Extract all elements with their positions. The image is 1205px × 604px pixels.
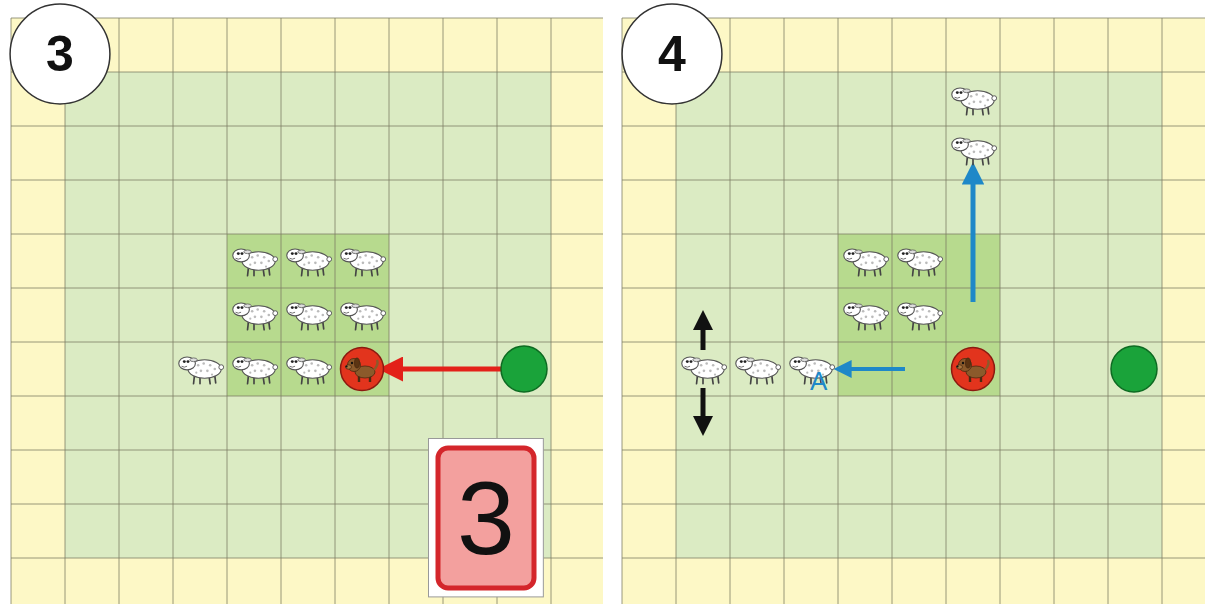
sheep-icon xyxy=(952,138,997,165)
step-number-text: 4 xyxy=(658,29,686,79)
grid-line xyxy=(281,18,282,604)
sheep-icon xyxy=(287,249,332,276)
grid-line xyxy=(11,180,603,181)
grid-line xyxy=(892,18,893,604)
grid-line xyxy=(838,18,839,604)
grid-line xyxy=(946,18,947,604)
sheep-icon xyxy=(233,357,278,384)
start-marker xyxy=(1111,346,1157,392)
grid-line xyxy=(11,126,603,127)
grid-line xyxy=(622,288,1205,289)
sheep-icon xyxy=(287,303,332,330)
grid-lines xyxy=(11,18,1205,604)
grid-line xyxy=(227,18,228,604)
push-arrow xyxy=(971,180,976,302)
push-arrow xyxy=(848,367,905,371)
step-number: 3 xyxy=(8,2,112,106)
grid-line xyxy=(622,18,1205,19)
dog-token xyxy=(341,348,384,391)
grid-line xyxy=(65,18,66,604)
grid-line xyxy=(622,234,1205,235)
grid-line xyxy=(11,288,603,289)
grid-line xyxy=(676,18,677,604)
sheep-group xyxy=(179,249,386,384)
grid-line xyxy=(784,18,785,604)
grid-line xyxy=(1108,18,1109,604)
move-arrow xyxy=(398,367,515,372)
dog-token xyxy=(952,348,995,391)
sheep-icon xyxy=(952,88,997,115)
card-back xyxy=(429,439,544,597)
grid-line xyxy=(389,18,390,604)
grid-line xyxy=(622,180,1205,181)
sheep-icon xyxy=(233,249,278,276)
sheep-icon xyxy=(736,357,781,384)
outer-ground xyxy=(622,18,1205,604)
grid-line xyxy=(335,18,336,604)
field-grounds xyxy=(11,18,1205,604)
grid-line xyxy=(119,18,120,604)
grid-line xyxy=(11,342,603,343)
sheep-icon xyxy=(898,303,943,330)
sheep-icon xyxy=(898,249,943,276)
grid-line xyxy=(622,504,1205,505)
sheep-icon xyxy=(844,249,889,276)
grid-line xyxy=(11,18,12,604)
grid-line xyxy=(1000,18,1001,604)
number-circle-outline xyxy=(10,4,110,104)
step-number: 4 xyxy=(620,2,724,106)
grid-line xyxy=(1054,18,1055,604)
grid-line xyxy=(1162,18,1163,604)
grid-line xyxy=(173,18,174,604)
sheep-icon xyxy=(233,303,278,330)
grid-line xyxy=(622,126,1205,127)
option-arrow xyxy=(701,326,706,350)
grid-line xyxy=(730,18,731,604)
step-number-text: 3 xyxy=(46,29,74,79)
option-arrow xyxy=(701,388,706,420)
grid-line xyxy=(11,234,603,235)
sheep-icon xyxy=(341,303,386,330)
flock-zone xyxy=(838,234,1000,396)
card-value: 3 xyxy=(457,466,515,570)
flock-zone xyxy=(227,234,389,396)
outer-ground xyxy=(11,18,603,604)
grid-line xyxy=(622,558,1205,559)
sheep-icon xyxy=(844,303,889,330)
grid-line xyxy=(11,18,603,19)
grid-line xyxy=(551,18,552,604)
grid-line xyxy=(622,18,623,604)
grid-line xyxy=(622,396,1205,397)
card-face xyxy=(438,448,534,588)
dice-card: 3 xyxy=(428,438,544,598)
sheep-icon xyxy=(287,357,332,384)
sheep-icon xyxy=(682,357,727,384)
grid-line xyxy=(622,342,1205,343)
grid-line xyxy=(11,396,603,397)
point-label: A xyxy=(810,368,827,394)
sheep-icon xyxy=(341,249,386,276)
field-ground xyxy=(676,72,1162,558)
sheep-icon xyxy=(179,357,224,384)
start-marker xyxy=(501,346,547,392)
grid-line xyxy=(622,450,1205,451)
sheep-group xyxy=(682,88,997,384)
number-circle-outline xyxy=(622,4,722,104)
